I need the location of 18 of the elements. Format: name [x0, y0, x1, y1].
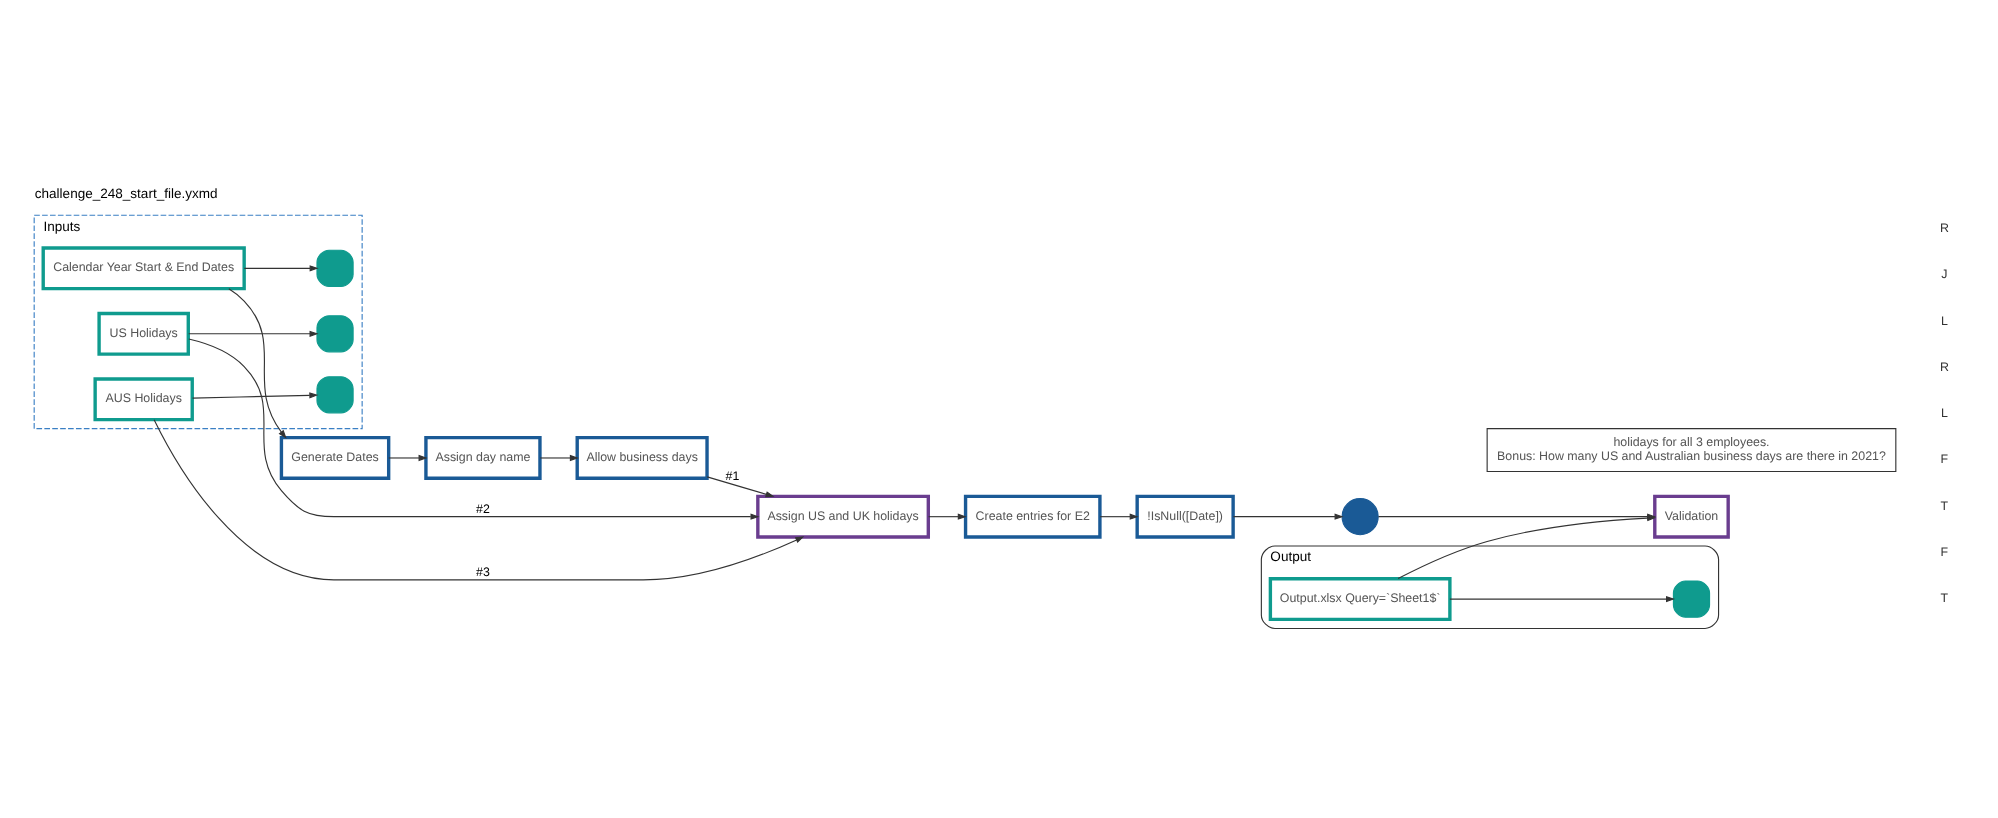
node-box: [315, 314, 353, 352]
arrow: [927, 512, 966, 519]
arrow: [538, 453, 578, 461]
node-box: [1671, 579, 1710, 617]
arrow: [187, 329, 318, 336]
arrow: [705, 475, 774, 497]
node-box: [315, 248, 353, 286]
arrow: [190, 391, 318, 398]
arrow: [242, 264, 318, 271]
arrow: [187, 337, 759, 519]
node-circle: [1340, 497, 1378, 535]
arrow: [1098, 512, 1138, 519]
arrow: [152, 418, 804, 580]
arrow: [227, 287, 286, 438]
arrow: [1448, 594, 1675, 602]
arrow: [1231, 512, 1343, 519]
node-box: [315, 375, 353, 413]
arrow: [387, 453, 427, 461]
